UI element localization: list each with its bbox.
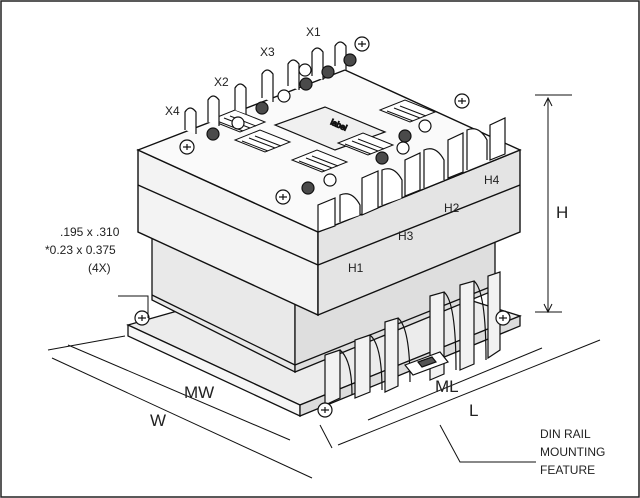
label-x2: X2	[214, 75, 229, 89]
label-x1: X1	[306, 25, 321, 39]
slot-note-line1: .195 x .310	[60, 225, 120, 239]
label-h4: H4	[484, 173, 500, 187]
din-note-line3: FEATURE	[540, 463, 595, 477]
din-note-line2: MOUNTING	[540, 445, 605, 459]
dim-ml: ML	[435, 377, 459, 396]
h-terminals	[301, 117, 506, 233]
terminal-strips	[208, 99, 437, 173]
label-h1: H1	[348, 261, 364, 275]
dim-w: W	[150, 411, 166, 430]
din-note-line1: DIN RAIL	[540, 427, 591, 441]
slot-note-line2: *0.23 x 0.375	[45, 243, 116, 257]
label-h3: H3	[398, 229, 414, 243]
dimension-lines	[47, 94, 601, 479]
label-x3: X3	[260, 45, 275, 59]
label-h2: H2	[444, 201, 460, 215]
slot-note-line3: (4X)	[88, 261, 111, 275]
dim-mw: MW	[184, 383, 214, 402]
dim-h: H	[556, 203, 568, 222]
dim-l: L	[469, 401, 478, 420]
x-terminals	[184, 41, 357, 141]
din-rail-clip	[404, 351, 449, 376]
label-x4: X4	[165, 104, 180, 118]
cover-body	[137, 148, 521, 317]
